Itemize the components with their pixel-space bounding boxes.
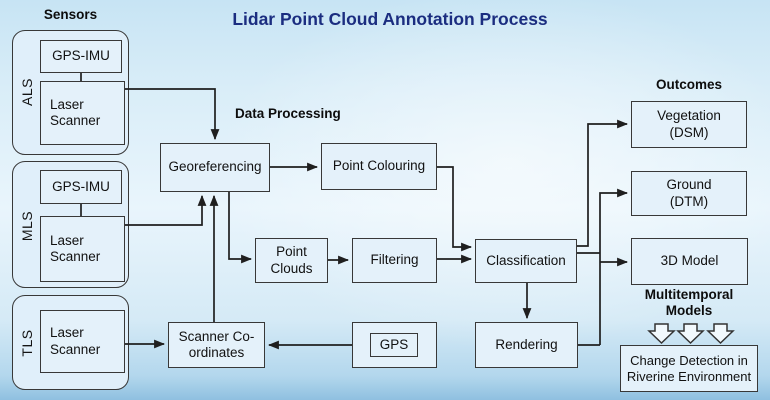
connector-classification-to-vegetation <box>577 119 629 247</box>
multitemporal-models-label: Multitemporal Models <box>644 287 734 319</box>
mls-gps-imu-box: GPS-IMU <box>40 170 122 204</box>
georeferencing-box: Georeferencing <box>160 143 270 192</box>
point-colouring-box: Point Colouring <box>321 143 437 190</box>
sensors-section-label: Sensors <box>43 7 98 22</box>
diagram-title: Lidar Point Cloud Annotation Process <box>232 9 548 29</box>
als-gps-imu-box: GPS-IMU <box>40 40 122 73</box>
model-3d-box: 3D Model <box>631 238 748 285</box>
mls-laser-scanner-box: Laser Scanner <box>40 216 125 282</box>
filtering-box: Filtering <box>352 238 437 283</box>
scanner-coordinates-box: Scanner Co-ordinates <box>168 322 265 368</box>
als-group-label: ALS <box>19 78 35 106</box>
change-detection-box: Change Detection in Riverine Environment <box>620 345 758 392</box>
tls-laser-scanner-box: Laser Scanner <box>40 310 125 373</box>
connector-als-to-georeferencing <box>125 88 220 141</box>
mls-group-label: MLS <box>19 210 35 242</box>
connector-point-colouring-to-classification <box>437 166 473 252</box>
gps-box: GPS <box>370 333 418 357</box>
als-laser-scanner-box: Laser Scanner <box>40 81 125 145</box>
tls-group-label: TLS <box>19 329 35 357</box>
point-clouds-box: Point Clouds <box>255 238 328 283</box>
block-arrow-down-icon <box>647 323 676 345</box>
classification-box: Classification <box>475 239 577 283</box>
outcomes-section-label: Outcomes <box>655 77 723 92</box>
connector-georeferencing-to-point-clouds <box>228 192 253 264</box>
block-arrow-down-icon <box>676 323 705 345</box>
connector-trunk-to-ground <box>599 188 629 345</box>
data-processing-section-label: Data Processing <box>235 106 341 121</box>
vegetation-dsm-box: Vegetation (DSM) <box>631 101 747 148</box>
rendering-box: Rendering <box>475 322 578 368</box>
ground-dtm-box: Ground (DTM) <box>631 171 747 216</box>
connector-mls-to-georeferencing <box>125 194 207 226</box>
block-arrow-down-icon <box>706 323 735 345</box>
